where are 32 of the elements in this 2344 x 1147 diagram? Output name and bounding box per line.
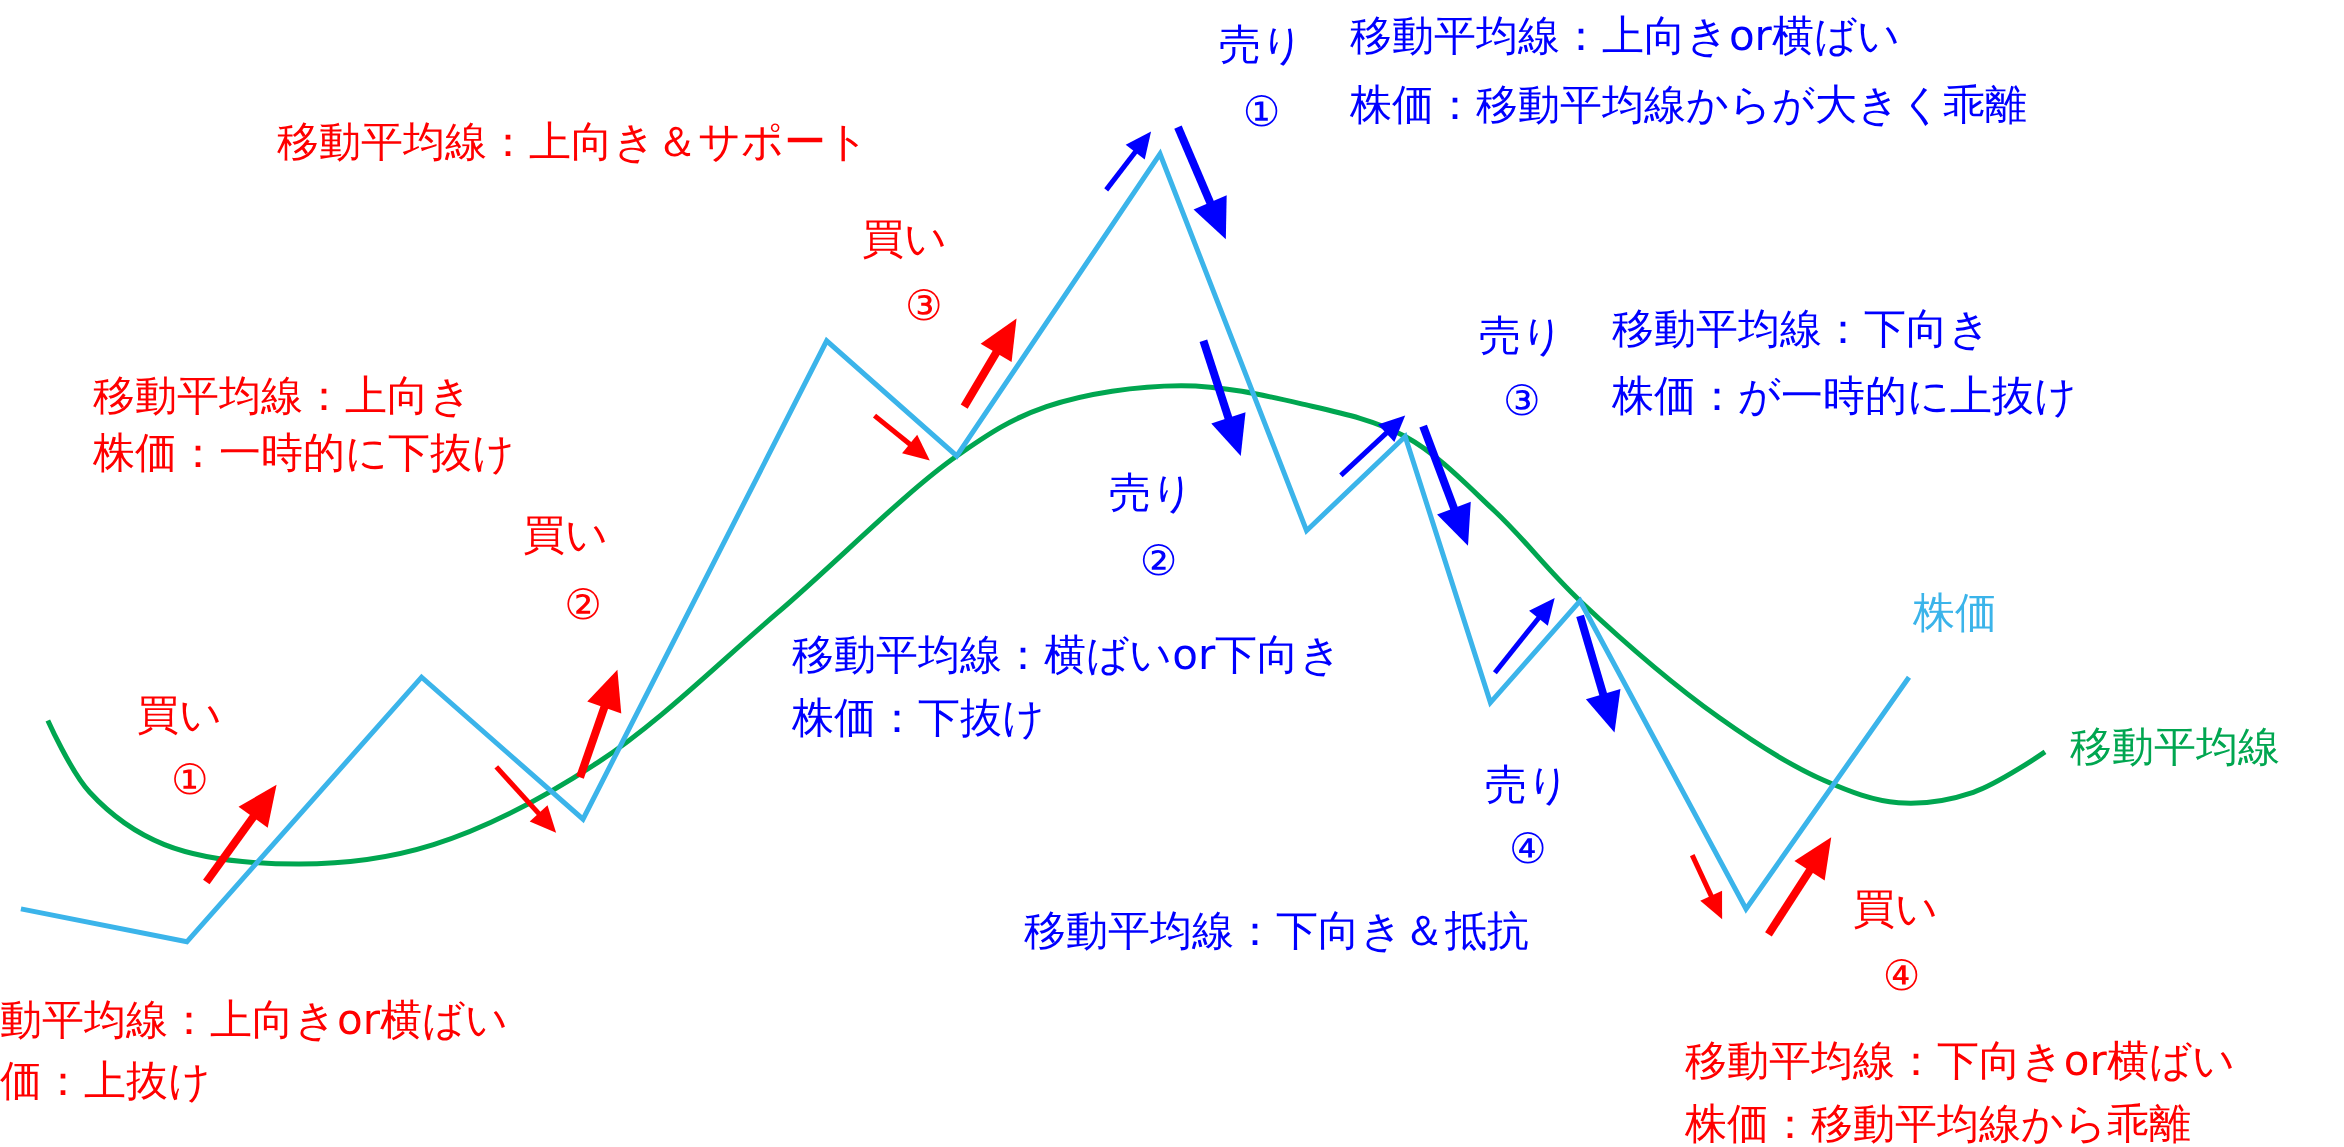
annotation-text: 移動平均線：横ばいor下向き: [792, 631, 1343, 678]
annotation-text: 売り: [1108, 470, 1194, 517]
annotation-text: 移動平均線：下向き: [1611, 305, 1991, 352]
annotation-text: 価：上抜け: [0, 1057, 211, 1104]
annotation-text: 株価：移動平均線からが大きく乖離: [1349, 81, 2027, 128]
annotation-text: 移動平均線：下向きor横ばい: [1684, 1038, 2235, 1085]
annotation-text: 動平均線：上向きor横ばい: [0, 996, 508, 1043]
annotation-text: ①: [171, 757, 209, 804]
annotation-text: 移動平均線：上向き＆サポート: [276, 118, 869, 166]
annotation-text: 株価：下抜け: [792, 694, 1046, 741]
annotation-text: 売り: [1479, 313, 1565, 360]
annotation-text: 移動平均線：下向き＆抵抗: [1024, 908, 1529, 955]
annotation-text: 移動平均線：上向き: [92, 373, 472, 420]
annotation-text: 売り: [1219, 21, 1305, 68]
annotation-text: 買い: [1853, 885, 1938, 932]
annotation-text: 売り: [1485, 761, 1571, 808]
annotation-text: 株価：移動平均線から乖離: [1684, 1101, 2191, 1147]
annotation-text: 買い: [522, 512, 608, 559]
annotation-text: ③: [1502, 377, 1541, 424]
annotation-text: ②: [1139, 537, 1178, 584]
annotation-text: ②: [564, 582, 602, 629]
annotation-text: ④: [1508, 826, 1547, 873]
annotation-text: 買い: [861, 216, 947, 263]
annotation-text: 株価: [1913, 589, 1998, 636]
annotation-text: ③: [905, 283, 943, 330]
annotation-text: 移動平均線: [2070, 724, 2281, 771]
annotation-text: 買い: [136, 691, 222, 738]
annotation-text: 株価：一時的に下抜け: [92, 429, 515, 477]
annotation-text: ④: [1882, 953, 1921, 1000]
annotation-text: 移動平均線：上向きor横ばい: [1349, 12, 1900, 59]
annotation-text: ①: [1242, 89, 1281, 136]
annotation-text: 株価：が一時的に上抜け: [1611, 373, 2077, 420]
